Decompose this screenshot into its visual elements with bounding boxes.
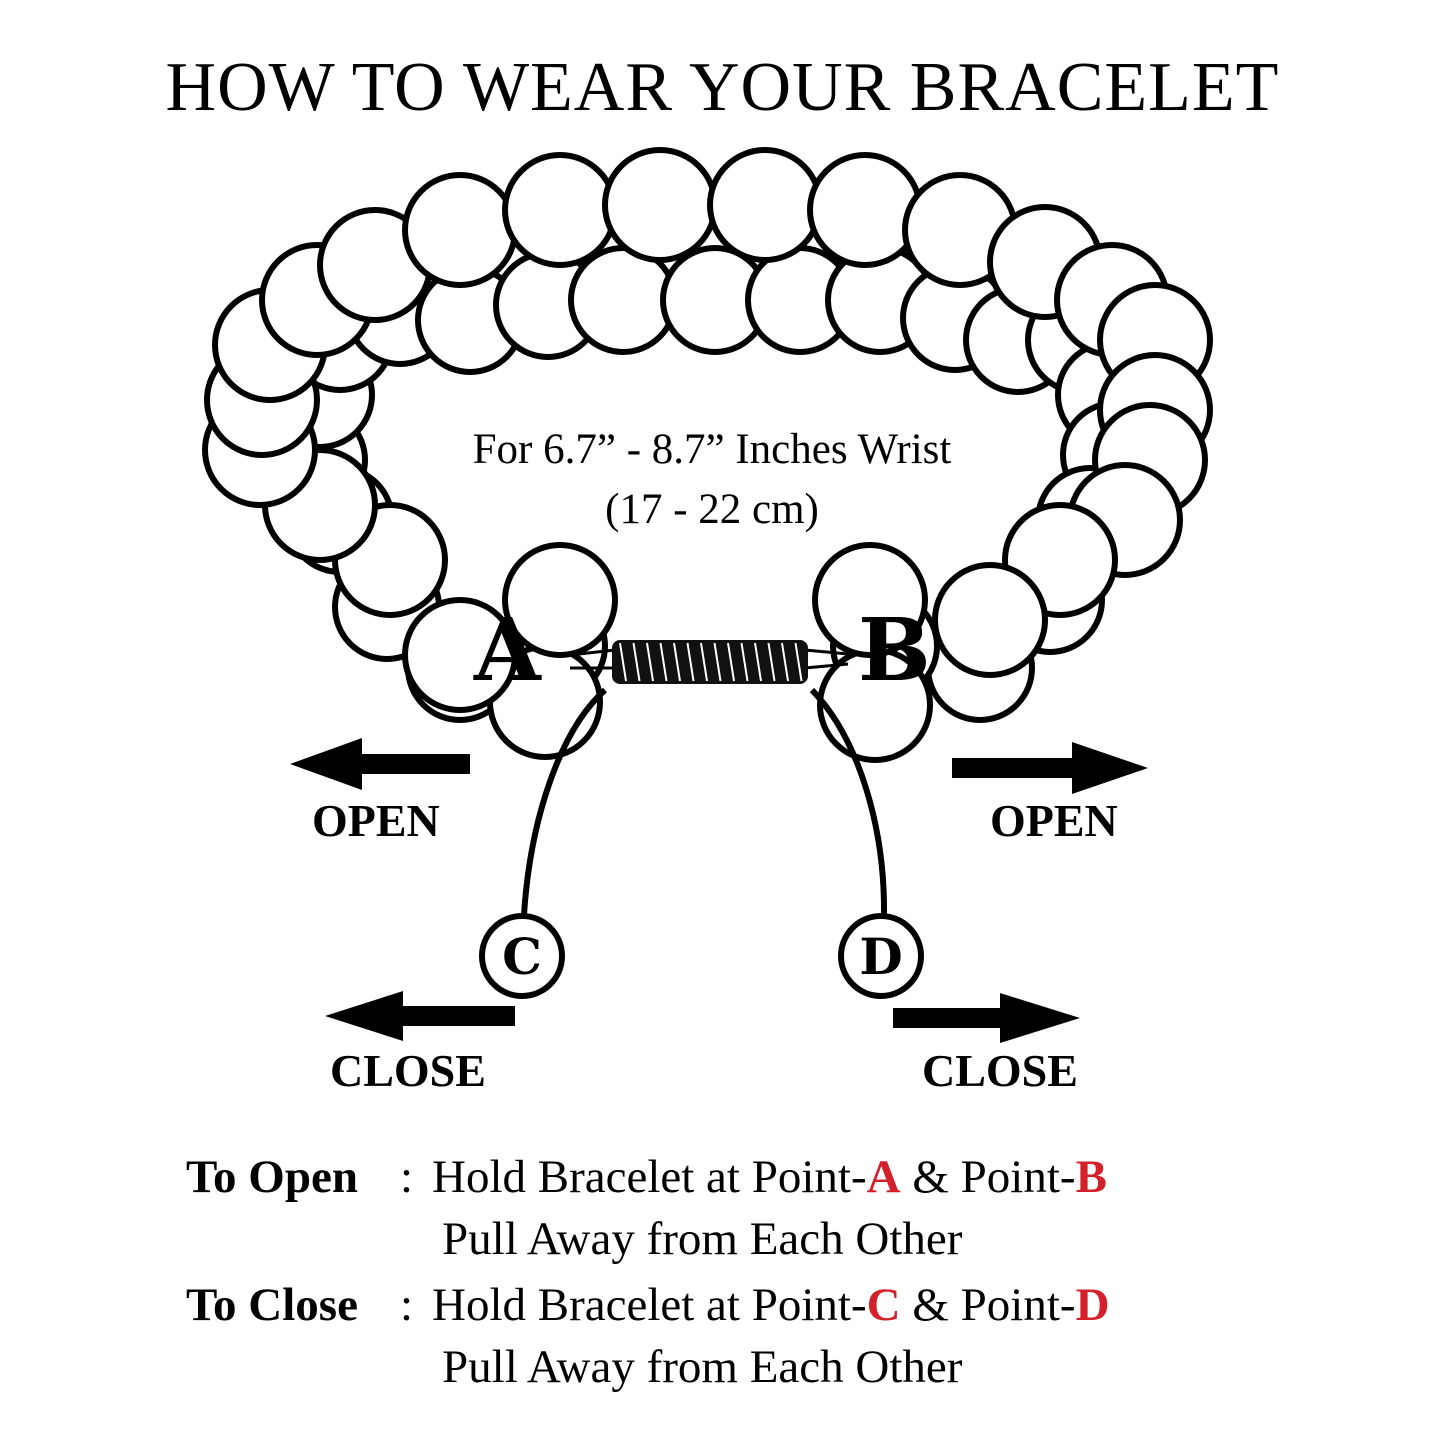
knot-weave-10	[754, 642, 762, 682]
bead-front-11	[602, 147, 718, 263]
instruction-close-point1: C	[866, 1279, 901, 1331]
instruction-open-cont-text: Pull Away from Each Other	[442, 1213, 963, 1265]
knot-weave-11	[767, 642, 776, 682]
bead-row-front	[202, 147, 1213, 763]
knot-weave-4	[673, 642, 681, 682]
bead-front-25	[812, 542, 928, 658]
arrow-open-right-icon	[952, 742, 1148, 794]
bead-front-9	[402, 172, 518, 288]
instruction-close-sep: :	[400, 1279, 414, 1331]
cord-a-knot	[569, 648, 616, 670]
cord-c	[521, 687, 607, 916]
bead-front-1	[402, 597, 518, 713]
open-right-label: OPEN	[990, 795, 1118, 846]
arrow-open-left-icon	[290, 738, 470, 790]
bead-front-24	[502, 542, 618, 658]
instruction-open-text: Hold Bracelet at Point-A & Point-B	[432, 1154, 1107, 1201]
instruction-close-lead: To Close	[186, 1279, 358, 1331]
close-left-label: CLOSE	[330, 1045, 486, 1096]
knot-weave-1	[632, 642, 641, 682]
point-c-label: C	[479, 913, 565, 999]
close-right-label: CLOSE	[922, 1045, 1078, 1096]
instruction-close-point2: D	[1075, 1279, 1110, 1331]
wrist-size-cm: (17 - 22 cm)	[605, 486, 819, 533]
instruction-open-point2: B	[1075, 1151, 1107, 1203]
point-b-label: B	[858, 600, 931, 701]
instruction-close-middle: & Point-	[900, 1279, 1076, 1331]
knot-weave-5	[686, 642, 695, 682]
instruction-open-lead: To Open	[186, 1151, 358, 1203]
knot-weave-3	[659, 642, 668, 682]
bead-front-12	[707, 147, 823, 263]
open-left-label: OPEN	[312, 795, 440, 846]
wrist-size-inches: For 6.7” - 8.7” Inches Wrist	[472, 426, 952, 473]
knot-weave-6	[700, 642, 708, 682]
knot-weave-7	[713, 642, 722, 682]
macrame-knot	[612, 640, 808, 684]
instruction-open-text-before: Hold Bracelet at Point-	[432, 1151, 867, 1203]
instruction-open-sep: :	[400, 1151, 414, 1203]
knot-weave-13	[794, 642, 803, 682]
cord-d	[809, 687, 888, 916]
bead-back-10	[568, 245, 678, 355]
cord-b-knot	[804, 648, 849, 670]
instruction-open-middle: & Point-	[900, 1151, 1076, 1203]
bead-front-10	[502, 152, 618, 268]
instruction-open-point1: A	[866, 1151, 901, 1203]
bead-front-22	[932, 562, 1048, 678]
wrist-size-label: For 6.7” - 8.7” Inches Wrist (17 - 22 cm…	[362, 420, 1062, 540]
arrow-close-left-icon	[325, 991, 515, 1041]
point-a-label: A	[474, 600, 541, 701]
arrow-close-right-icon	[893, 993, 1080, 1043]
knot-weave-2	[646, 642, 654, 682]
bead-front-13	[807, 152, 923, 268]
knot-body	[612, 640, 808, 684]
knot-weave-0	[619, 642, 627, 682]
page-title: HOW TO WEAR YOUR BRACELET	[165, 49, 1280, 126]
knot-weave-9	[740, 642, 749, 682]
point-d-label: D	[838, 913, 924, 999]
knot-weave-12	[781, 642, 789, 682]
instruction-close-text: Hold Bracelet at Point-C & Point-D	[432, 1282, 1110, 1329]
instruction-close-text-before: Hold Bracelet at Point-	[432, 1279, 867, 1331]
instruction-close-cont-text: Pull Away from Each Other	[442, 1341, 963, 1393]
knot-weave-8	[727, 642, 735, 682]
